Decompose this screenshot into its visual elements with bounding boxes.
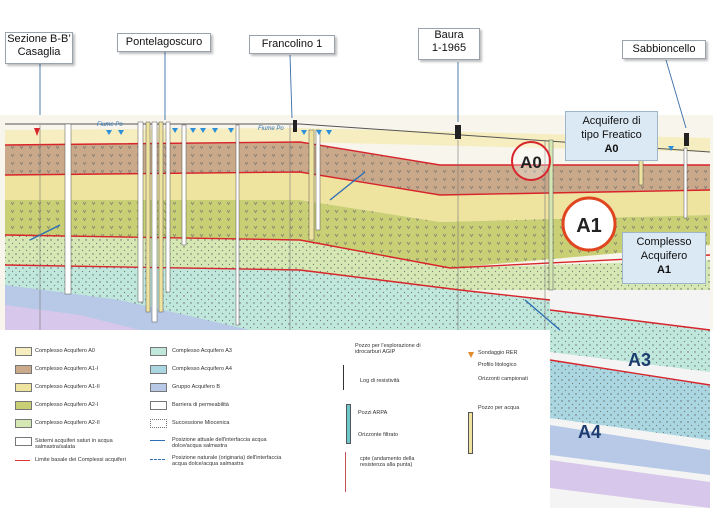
callout-sezione-line1: Sezione B-B’ (7, 33, 71, 45)
info-box-freatico: Acquifero di tipo Freatico A0 (565, 111, 658, 161)
legend-item: Sistemi acquiferi saturi in acqua salmas… (35, 438, 113, 450)
legend-swatch (150, 401, 167, 410)
legend-swatch (150, 347, 167, 356)
legend-item: Complesso Acquifero A2-I (35, 402, 99, 408)
legend-item: Pozzo per acqua (478, 405, 520, 411)
callout-sezione-line2: Casaglia (17, 46, 61, 58)
legend-swatch (150, 459, 165, 460)
legend-swatch (150, 440, 165, 441)
info-freatico-line1: Acquifero di (582, 115, 641, 127)
legend-item: Complesso Acquifero A4 (172, 366, 232, 372)
legend-item: Barriera di permeabilità (172, 402, 229, 408)
well-columns (64, 121, 688, 326)
legend-swatch (15, 383, 32, 392)
a3-label: A3 (628, 350, 651, 370)
callout-sabbioncello: Sabbioncello (622, 40, 706, 59)
legend-swatch (150, 365, 167, 374)
info-freatico-line2: tipo Freatico (581, 129, 642, 141)
info-box-complesso: Complesso Acquifero A1 (622, 232, 706, 284)
callout-francolino-label: Francolino 1 (261, 38, 323, 50)
resistivity-log-icon (343, 365, 352, 390)
rer-borehole-icon (468, 352, 474, 358)
info-complesso-line1: Complesso (636, 236, 692, 248)
legend-item: Complesso Acquifero A2-II (35, 420, 100, 426)
callout-sabbioncello-label: Sabbioncello (632, 43, 696, 55)
info-complesso-code: A1 (656, 264, 672, 276)
legend-item: Pozzi ARPA (358, 410, 388, 416)
legend-item: Orizzonte filtrato (358, 432, 399, 438)
legend-item: Gruppo Acquifero B (172, 384, 221, 390)
legend-item: Limite basale dei Complessi acquiferi (35, 457, 126, 463)
callout-sezione: Sezione B-B’ Casaglia (5, 32, 73, 64)
arpa-well-icon (346, 404, 351, 444)
a1-circle (561, 196, 617, 252)
legend-swatch (15, 365, 32, 374)
callout-baura: Baura 1-1965 (418, 28, 480, 60)
cpte-log-icon (345, 452, 360, 492)
legend-swatch (15, 401, 32, 410)
legend-item: Complesso Acquifero A1-I (35, 366, 99, 372)
legend-swatch (15, 347, 32, 356)
legend-swatch (15, 460, 30, 461)
legend-swatch (150, 383, 167, 392)
a0-circle (511, 141, 551, 181)
callout-pontelagoscuro-label: Pontelagoscuro (125, 36, 203, 48)
legend-item: Orizzonti campionati (478, 376, 528, 382)
legend-swatch (150, 419, 167, 428)
legend-item: Log di resistività (360, 378, 400, 384)
legend-item: Sondaggio RER (478, 350, 518, 356)
callout-baura-line1: Baura (434, 29, 464, 41)
legend-item: Complesso Acquifero A1-II (35, 384, 100, 390)
a4-label: A4 (578, 422, 601, 442)
layer-a1-ii (5, 172, 710, 222)
legend-item: Posizione naturale (originaria) dell'int… (172, 455, 282, 467)
info-complesso-line2: Acquifero (640, 250, 688, 262)
water-well-icon (468, 412, 473, 454)
legend-item: Successione Miocenica (172, 420, 230, 426)
river-label: Fiume Po (97, 122, 123, 128)
legend-item: Pozzo per l'esplorazione di idrocarburi … (355, 343, 421, 355)
legend-swatch (15, 437, 32, 446)
callout-pontelagoscuro: Pontelagoscuro (117, 33, 211, 52)
callout-francolino: Francolino 1 (249, 35, 335, 54)
layer-a0 (5, 128, 710, 152)
legend-item: Profilo litologico (478, 362, 517, 368)
a0-label: A0 (520, 153, 542, 172)
legend-item: cpte (andamento della resistenza alla pu… (360, 456, 415, 468)
legend-item: Posizione attuale dell'interfaccia acqua… (172, 437, 267, 449)
a1-label: A1 (576, 215, 602, 237)
callout-baura-line2: 1-1965 (431, 42, 467, 54)
legend-item: Complesso Acquifero A3 (172, 348, 232, 354)
legend-item: Complesso Acquifero A0 (35, 348, 95, 354)
river-label-2: Fiume Po (258, 126, 284, 132)
info-freatico-code: A0 (604, 143, 619, 155)
legend-swatch (15, 419, 32, 428)
